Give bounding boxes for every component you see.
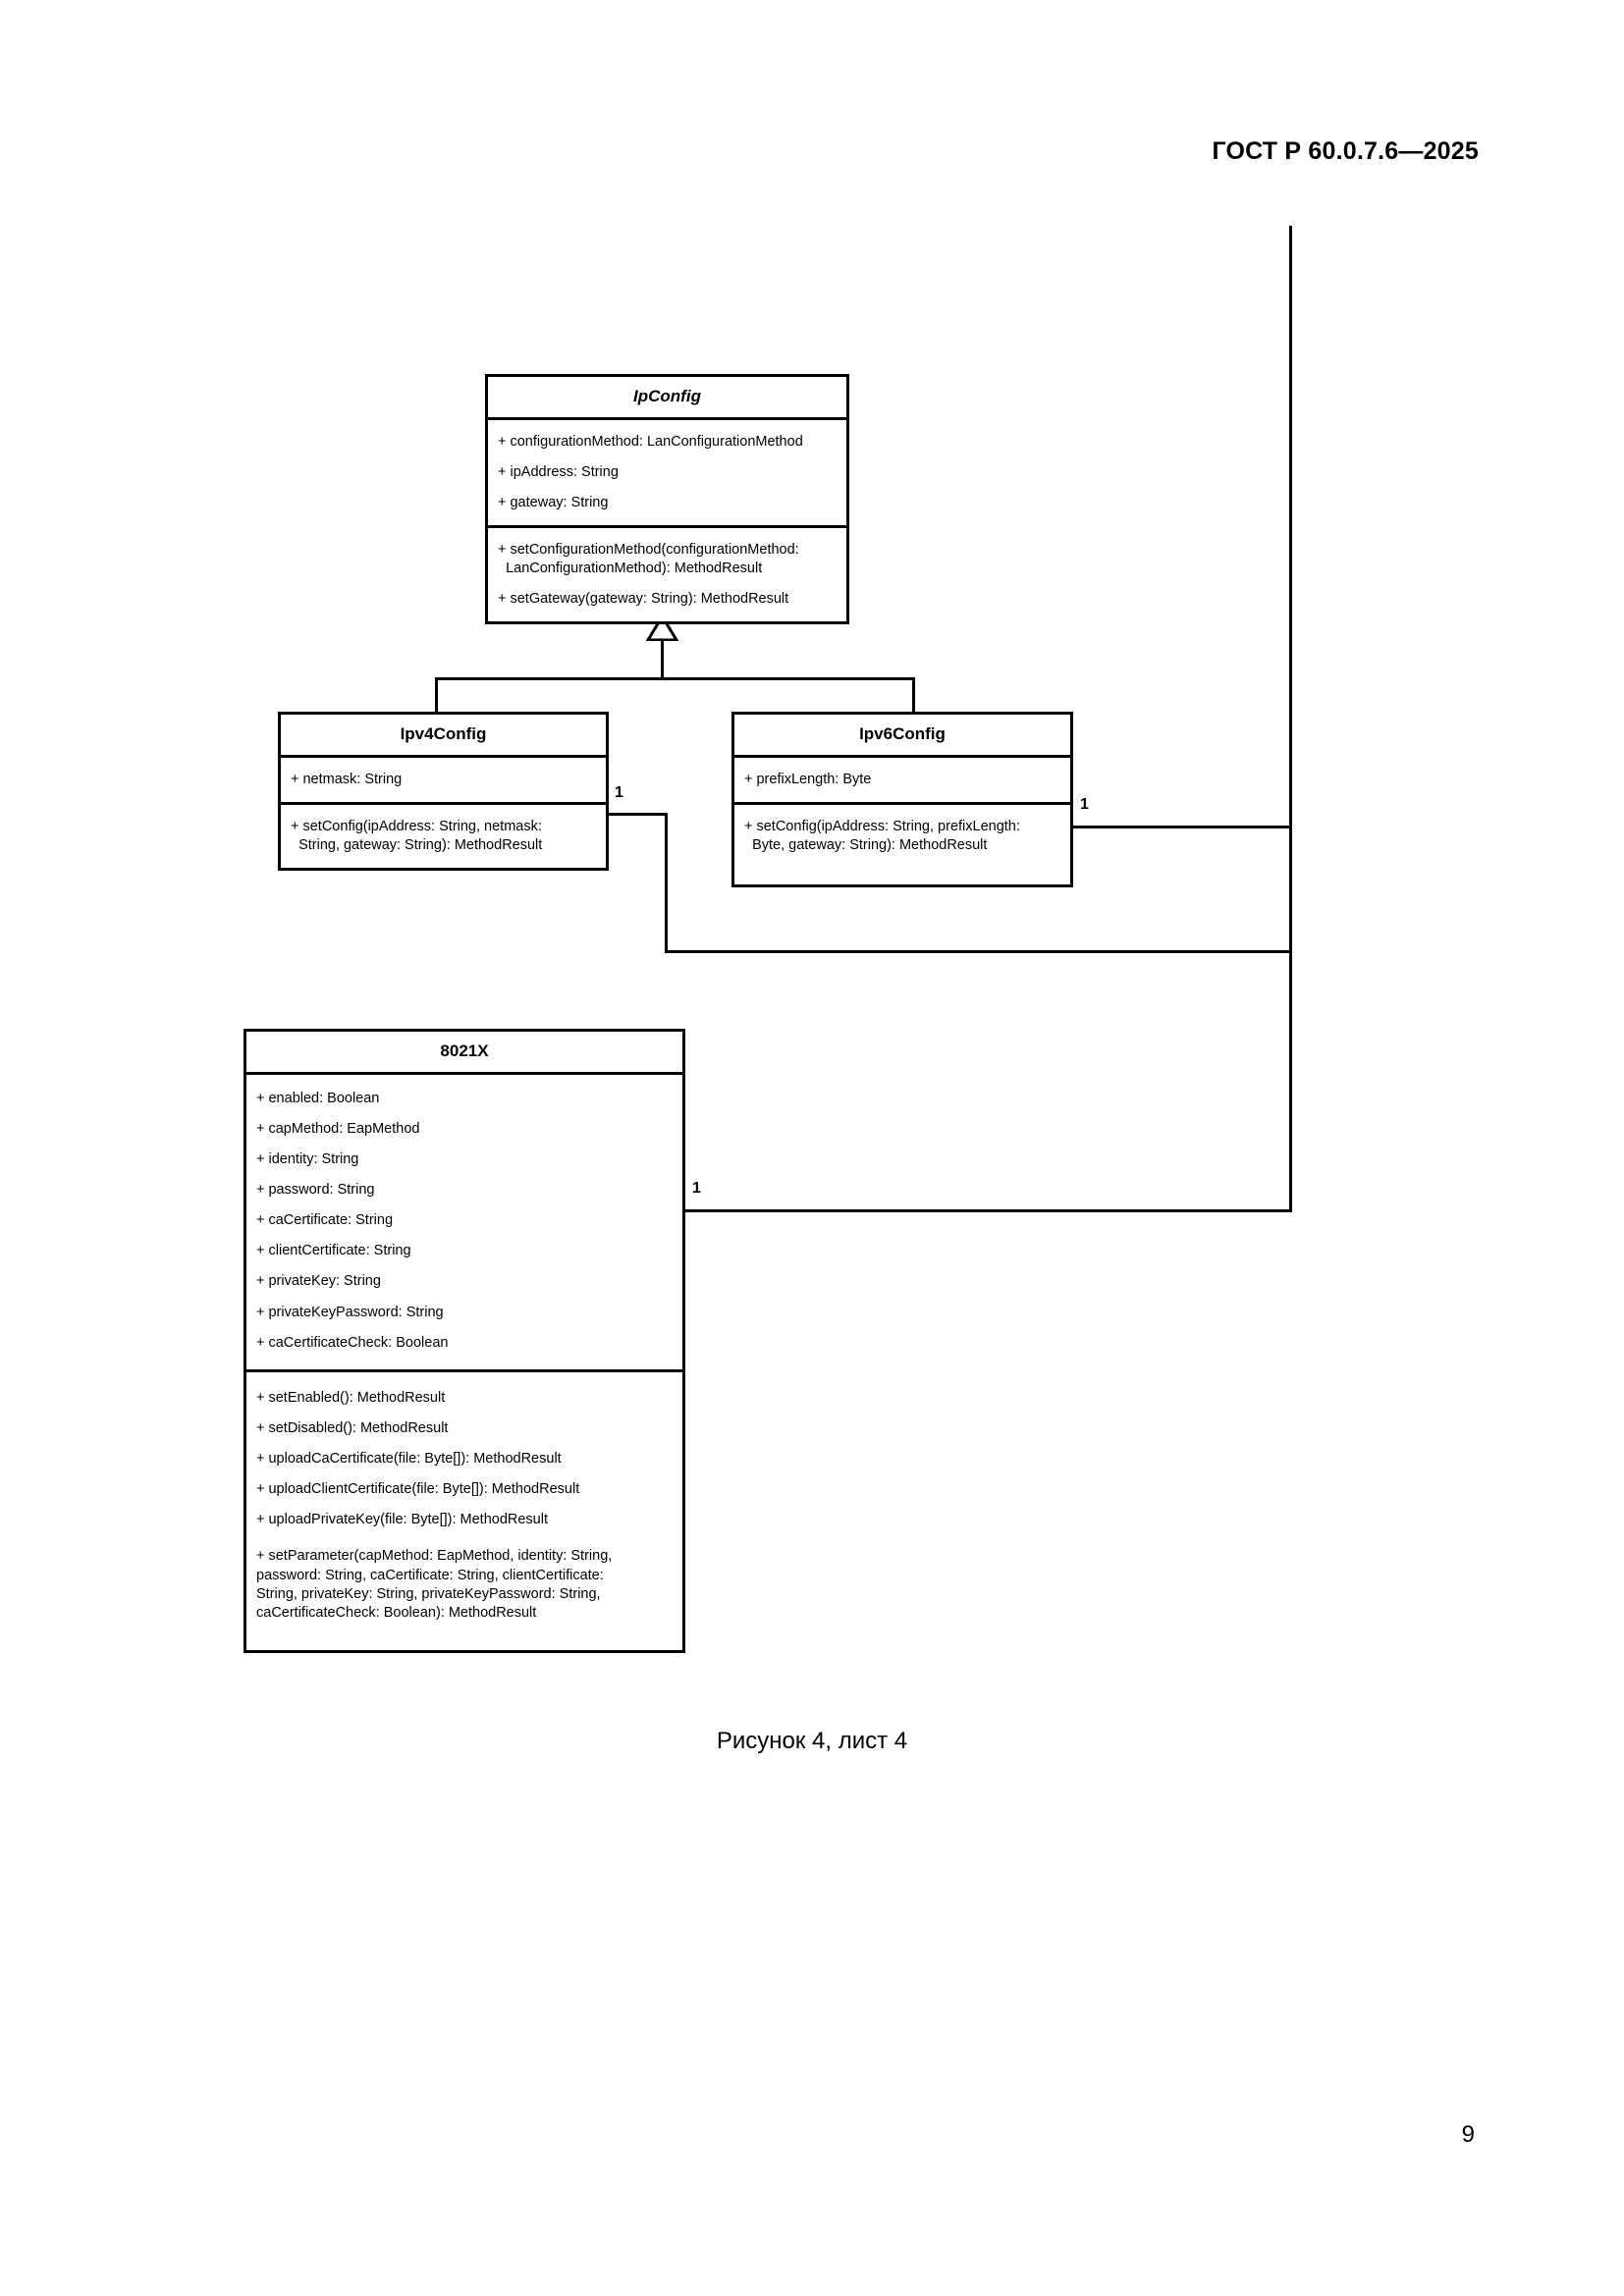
uml-class-title-ipconfig: IpConfig <box>488 377 846 420</box>
multiplicity-ipv4: 1 <box>615 784 623 801</box>
uml-attributes-8021x: + enabled: Boolean + capMethod: EapMetho… <box>246 1075 682 1369</box>
uml-class-ipv6config[interactable]: Ipv6Config + prefixLength: Byte + setCon… <box>731 712 1073 888</box>
uml-operation-row: + setDisabled(): MethodResult <box>256 1419 449 1436</box>
uml-operation-row: + uploadPrivateKey(file: Byte[]): Method… <box>256 1512 548 1528</box>
association-ipv4-seg2 <box>665 813 668 953</box>
document-header: ГОСТ Р 60.0.7.6—2025 <box>1212 137 1479 165</box>
uml-operation-row: + setConfigurationMethod(configurationMe… <box>498 542 799 577</box>
uml-attributes-ipconfig: + configurationMethod: LanConfigurationM… <box>488 420 846 525</box>
association-ipv4-seg3 <box>665 950 1292 953</box>
multiplicity-8021x: 1 <box>692 1180 701 1197</box>
uml-operation-row: + setGateway(gateway: String): MethodRes… <box>498 591 789 608</box>
uml-attribute-row: + privateKeyPassword: String <box>256 1304 444 1320</box>
uml-class-title-ipv6config: Ipv6Config <box>734 715 1070 758</box>
multiplicity-ipv6: 1 <box>1080 796 1089 813</box>
figure-caption: Рисунок 4, лист 4 <box>716 1728 908 1754</box>
uml-operations-8021x: + setEnabled(): MethodResult + setDisabl… <box>246 1368 682 1650</box>
uml-class-ipconfig[interactable]: IpConfig + configurationMethod: LanConfi… <box>485 374 849 625</box>
uml-attribute-row: + prefixLength: Byte <box>744 771 872 787</box>
generalization-branch-ipv4 <box>435 677 438 714</box>
generalization-stem <box>661 638 664 679</box>
uml-attribute-row: + privateKey: String <box>256 1273 381 1290</box>
uml-attributes-ipv4config: + netmask: String <box>281 758 606 802</box>
association-ipv6-seg1 <box>1073 826 1292 828</box>
generalization-bus <box>435 677 915 680</box>
uml-operation-row: + setConfig(ipAddress: String, netmask: … <box>291 818 543 853</box>
uml-attribute-row: + ipAddress: String <box>498 463 619 480</box>
uml-operations-ipconfig: + setConfigurationMethod(configurationMe… <box>488 525 846 621</box>
uml-operations-ipv6config: + setConfig(ipAddress: String, prefixLen… <box>734 801 1070 884</box>
generalization-branch-ipv6 <box>912 677 915 714</box>
uml-class-title-ipv4config: Ipv4Config <box>281 715 606 758</box>
uml-attribute-row: + caCertificateCheck: Boolean <box>256 1334 449 1351</box>
uml-attribute-row: + enabled: Boolean <box>256 1090 380 1106</box>
uml-attribute-row: + password: String <box>256 1182 375 1199</box>
page-number: 9 <box>1461 2121 1475 2148</box>
uml-operations-ipv4config: + setConfig(ipAddress: String, netmask: … <box>281 801 606 868</box>
uml-attribute-row: + clientCertificate: String <box>256 1243 411 1259</box>
association-ipv4-seg1 <box>609 813 668 816</box>
uml-attribute-row: + netmask: String <box>291 771 403 787</box>
uml-class-8021x[interactable]: 8021X + enabled: Boolean + capMethod: Ea… <box>244 1029 685 1653</box>
uml-operation-row: + uploadClientCertificate(file: Byte[]):… <box>256 1481 580 1498</box>
association-8021x-seg1 <box>685 1209 1292 1212</box>
uml-operation-row: + setParameter(capMethod: EapMethod, ide… <box>256 1548 613 1621</box>
uml-attribute-row: + capMethod: EapMethod <box>256 1120 420 1137</box>
uml-attribute-row: + identity: String <box>256 1150 359 1167</box>
uml-attribute-row: + gateway: String <box>498 494 609 510</box>
uml-operation-row: + setConfig(ipAddress: String, prefixLen… <box>744 818 1020 853</box>
uml-attribute-row: + configurationMethod: LanConfigurationM… <box>498 433 803 450</box>
generalization-triangle <box>645 614 679 642</box>
uml-attributes-ipv6config: + prefixLength: Byte <box>734 758 1070 802</box>
uml-operation-row: + setEnabled(): MethodResult <box>256 1389 446 1406</box>
uml-class-title-8021x: 8021X <box>246 1032 682 1075</box>
uml-attribute-row: + caCertificate: String <box>256 1212 394 1229</box>
association-trunk-vertical <box>1289 226 1292 1212</box>
uml-class-ipv4config[interactable]: Ipv4Config + netmask: String + setConfig… <box>278 712 609 872</box>
uml-operation-row: + uploadCaCertificate(file: Byte[]): Met… <box>256 1451 562 1468</box>
